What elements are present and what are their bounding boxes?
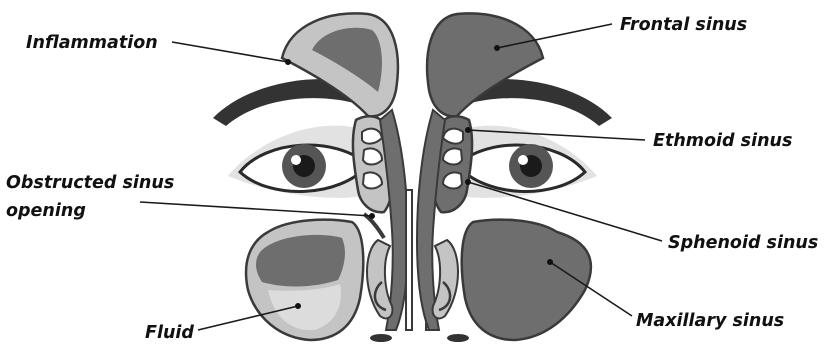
label-sphenoid-sinus: Sphenoid sinus <box>668 233 818 253</box>
right-ethmoid-cell-1 <box>443 129 463 144</box>
left-ethmoid-cell-3 <box>363 172 382 188</box>
label-frontal-sinus: Frontal sinus <box>620 15 747 35</box>
leader-frontal-sinus-dot <box>494 45 500 51</box>
nasal-septum-left <box>406 190 412 330</box>
right-frontal-sinus <box>427 13 543 116</box>
left-ethmoid-cell-2 <box>363 148 382 164</box>
leader-maxillary-sinus-dot <box>547 259 553 265</box>
leader-inflammation-dot <box>285 59 291 65</box>
left-eye-highlight <box>291 155 301 165</box>
right-maxillary-sinus <box>462 220 591 340</box>
leader-obstructed-opening-dot <box>369 213 375 219</box>
leader-fluid-dot <box>295 303 301 309</box>
right-ethmoid-cell-2 <box>443 148 462 164</box>
leader-inflammation <box>172 42 288 62</box>
label-obstructed-sinus-line2: opening <box>6 201 86 221</box>
left-nostril <box>370 334 392 342</box>
label-maxillary-sinus: Maxillary sinus <box>636 311 784 331</box>
leader-ethmoid-sinus-dot <box>465 127 471 133</box>
leader-sphenoid-sinus-dot <box>465 179 471 185</box>
label-ethmoid-sinus: Ethmoid sinus <box>653 131 792 151</box>
right-eye-highlight <box>518 155 528 165</box>
right-ethmoid-cell-3 <box>443 172 462 188</box>
label-inflammation: Inflammation <box>26 33 158 53</box>
leader-obstructed-opening <box>140 202 372 216</box>
right-nostril <box>447 334 469 342</box>
label-obstructed-sinus-line1: Obstructed sinus <box>6 173 174 193</box>
left-ethmoid-cell-1 <box>362 129 382 144</box>
label-fluid: Fluid <box>145 323 194 343</box>
